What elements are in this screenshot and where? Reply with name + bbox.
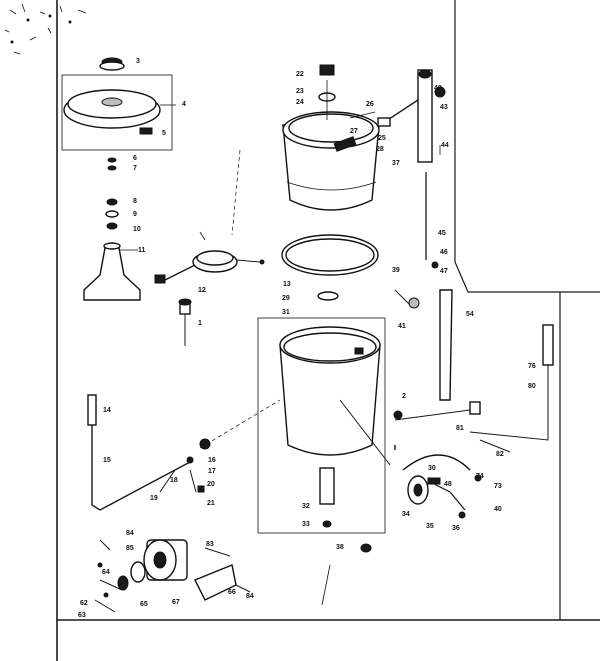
callout-68: 76 [528, 363, 536, 370]
callout-81: 84 [126, 530, 134, 537]
motor-assembly [94, 539, 372, 613]
callout-14: 14 [103, 407, 111, 414]
callout-47: 47 [440, 268, 448, 275]
callout-46: 46 [440, 249, 448, 256]
callout-27: 27 [350, 128, 358, 135]
callout-69: 80 [528, 383, 536, 390]
callout-74: 82 [496, 451, 504, 458]
callout-19: 19 [150, 495, 158, 502]
callout-17: 17 [208, 468, 216, 475]
callout-32: 32 [302, 503, 310, 510]
callout-2: 2 [402, 393, 406, 400]
callout-45: 45 [438, 230, 446, 237]
callout-28: 28 [376, 146, 384, 153]
callout-70: 66 [228, 589, 236, 596]
callout-37: 37 [392, 160, 400, 167]
callout-labels: 3 4 5 6 7 8 9 10 11 12 1 22 23 24 26 25 … [78, 58, 536, 619]
callout-48: 48 [444, 481, 452, 488]
callout-25: 25 [378, 135, 386, 142]
callout-10: 10 [133, 226, 141, 233]
scan-noise [4, 3, 87, 55]
callout-31: 31 [282, 309, 290, 316]
callout-3: 3 [136, 58, 140, 65]
callout-33: 33 [302, 521, 310, 528]
callout-7: 7 [133, 165, 137, 172]
callout-23: 23 [296, 88, 304, 95]
callout-62: 62 [80, 600, 88, 607]
hose-assembly [154, 231, 265, 284]
callout-13: 13 [283, 281, 291, 288]
drain-hose [87, 394, 281, 511]
callout-35: 35 [426, 523, 434, 530]
callout-80: 84 [246, 593, 254, 600]
callout-8: 8 [133, 198, 137, 205]
callout-67: 74 [476, 473, 484, 480]
callout-18: 18 [170, 477, 178, 484]
callout-34: 34 [402, 511, 410, 518]
callout-42: 42 [434, 85, 442, 92]
callout-9: 9 [133, 211, 137, 218]
callout-36: 36 [452, 525, 460, 532]
part-1 [178, 298, 192, 346]
callout-76: 83 [206, 541, 214, 548]
callout-22: 22 [296, 71, 304, 78]
inner-tub [257, 317, 386, 534]
callout-16: 16 [208, 457, 216, 464]
callout-6: 6 [133, 155, 137, 162]
callout-29: 29 [282, 295, 290, 302]
frame-lines [56, 0, 600, 661]
callout-15: 15 [103, 457, 111, 464]
callout-63: 63 [78, 612, 86, 619]
callout-41: 41 [398, 323, 406, 330]
callout-30: 30 [428, 465, 436, 472]
callout-12: 12 [198, 287, 206, 294]
linkage-assembly [377, 69, 554, 453]
callout-73: 81 [456, 425, 464, 432]
callout-39: 39 [392, 267, 400, 274]
callout-82: 85 [126, 545, 134, 552]
agitator [83, 157, 141, 301]
callout-87: 67 [172, 599, 180, 606]
lid-assembly [61, 57, 176, 151]
callout-66: 73 [494, 483, 502, 490]
callout-4: 4 [182, 101, 186, 108]
callout-38: 38 [336, 544, 344, 551]
callout-64: 64 [102, 569, 110, 576]
tub-assembly [282, 64, 380, 211]
callout-40: 40 [494, 506, 502, 513]
pump-assembly [339, 399, 482, 519]
ring-13 [281, 234, 379, 301]
callout-1: 1 [198, 320, 202, 327]
callout-24: 24 [296, 99, 304, 106]
callout-11: 11 [138, 247, 146, 254]
callout-26: 26 [366, 101, 374, 108]
callout-44: 44 [441, 142, 449, 149]
callout-43: 43 [440, 104, 448, 111]
callout-65: 65 [140, 601, 148, 608]
callout-5: 5 [162, 130, 166, 137]
callout-54: 54 [466, 311, 474, 318]
callout-20: 20 [207, 481, 215, 488]
callout-21: 21 [207, 500, 215, 507]
